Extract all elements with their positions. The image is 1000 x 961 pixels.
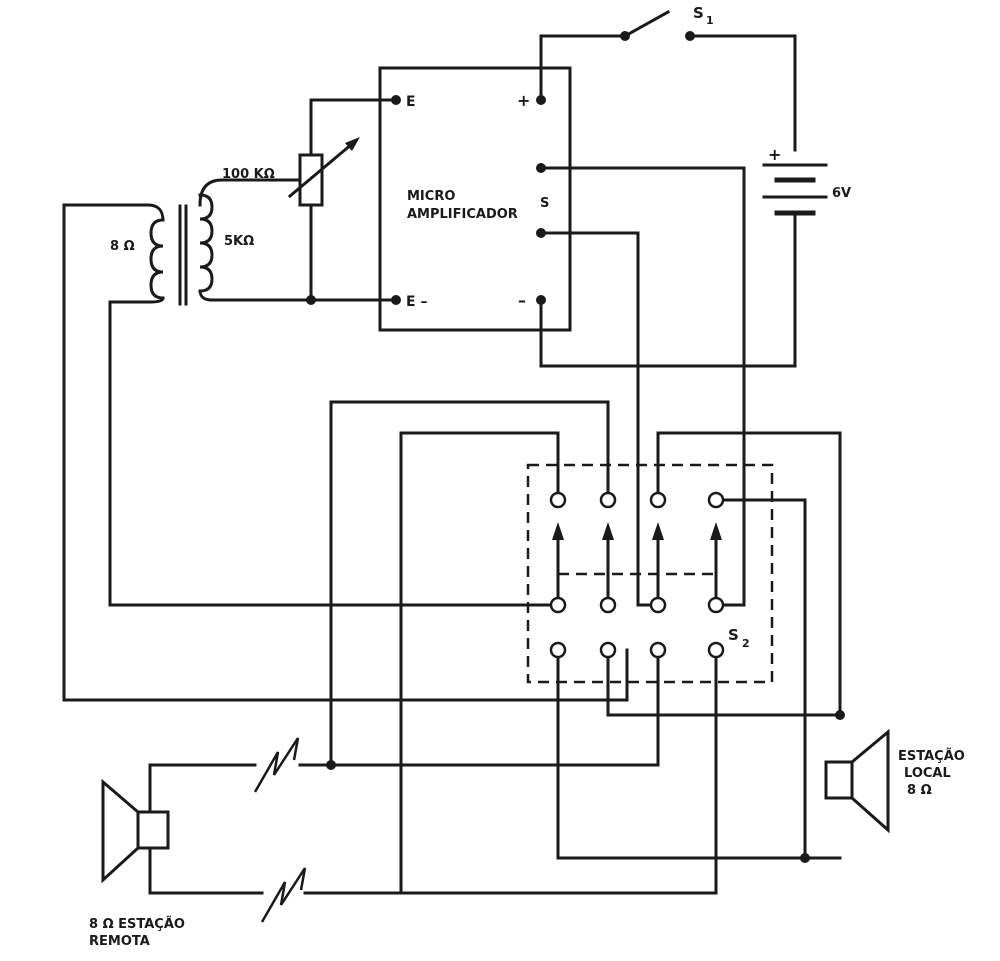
battery-label: 6V: [832, 186, 851, 201]
s2-contact-5: [549, 641, 567, 659]
pot-label: 100 KΩ: [222, 167, 275, 182]
battery-plus-label: +: [768, 145, 781, 164]
wire-s2-bottom-2: [556, 648, 842, 860]
local-speaker-magnet: [824, 760, 854, 800]
primary-coil: [149, 218, 165, 300]
break-mark-bottom: [260, 867, 307, 923]
break-mark-top: [253, 737, 300, 793]
pot-arrow-head: [345, 137, 360, 151]
secondary-label: 5KΩ: [224, 234, 254, 249]
switch-s2-label: S: [728, 626, 739, 644]
s2-contact-4: [707, 491, 725, 509]
wire-s2-bottom-4: [399, 648, 718, 895]
wire-secondary-top: [198, 178, 302, 207]
pot-arrow: [287, 141, 355, 199]
junction-local-top: [835, 710, 845, 720]
wire-in-pos: [309, 98, 398, 157]
wire-remote-bottom: [148, 846, 264, 895]
s2-pole-3: [649, 596, 667, 614]
secondary-coil: [198, 193, 214, 293]
wire-primary-bottom: [108, 296, 560, 607]
remote-speaker-magnet: [136, 810, 170, 850]
switch-s1-sub: 1: [706, 14, 714, 27]
wire-s2-bottom-1: [606, 648, 842, 717]
s2-contact-8: [707, 641, 725, 659]
s2-contact-1: [549, 491, 567, 509]
wire-bus-b: [399, 431, 560, 895]
amplifier-label-1: MICRO: [407, 189, 455, 204]
s2-contact-7: [649, 641, 667, 659]
switch-s2-sub: 2: [742, 637, 750, 650]
wire-battery-neg: [539, 211, 797, 368]
label-out-neg: –: [518, 291, 526, 310]
wire-s2-bottom-3: [329, 648, 660, 767]
wire-s1-to-amp: [539, 34, 627, 102]
wire-out-1: [539, 166, 746, 607]
wire-bus-d: [714, 498, 807, 860]
s2-contact-3: [649, 491, 667, 509]
label-in-neg: E –: [406, 294, 427, 310]
local-label-2: LOCAL: [904, 766, 951, 781]
wire-primary-top: [62, 203, 629, 702]
s2-arrowhead-2: [602, 522, 614, 540]
s2-pole-4: [707, 596, 725, 614]
s2-contact-2: [599, 491, 617, 509]
junction-local-bottom: [800, 853, 810, 863]
remote-label-2: REMOTA: [89, 934, 150, 949]
label-out-pos: +: [517, 91, 530, 110]
local-speaker-cone: [849, 728, 890, 834]
local-label-3: 8 Ω: [907, 783, 932, 798]
switch-s2-enclosure: [526, 463, 774, 684]
label-in-pos: E: [406, 94, 416, 110]
wire-bus-c: [656, 431, 842, 717]
s2-arrowhead-1: [552, 522, 564, 540]
s2-pole-1: [549, 596, 567, 614]
primary-label: 8 Ω: [110, 239, 135, 254]
switch-s1-label: S: [693, 4, 704, 22]
wire-out-2: [539, 231, 660, 607]
wire-secondary-bottom: [198, 289, 313, 302]
wire-remote-top: [148, 763, 257, 814]
s1-blade: [622, 9, 671, 39]
label-out-s: S: [540, 196, 549, 211]
remote-label-1: 8 Ω ESTAÇÃO: [89, 916, 185, 932]
s2-arrowhead-3: [652, 522, 664, 540]
wire-s1-to-battery: [688, 34, 797, 152]
s2-arrowhead-4: [710, 522, 722, 540]
remote-speaker-cone: [101, 778, 141, 884]
wire-pot-to-in-neg: [309, 203, 398, 302]
amplifier-label-2: AMPLIFICADOR: [407, 207, 518, 222]
s2-pole-2: [599, 596, 617, 614]
local-label-1: ESTAÇÃO: [898, 748, 965, 764]
s2-contact-6: [599, 641, 617, 659]
amplifier-box: [378, 66, 572, 332]
wire-bus-a: [329, 400, 610, 767]
